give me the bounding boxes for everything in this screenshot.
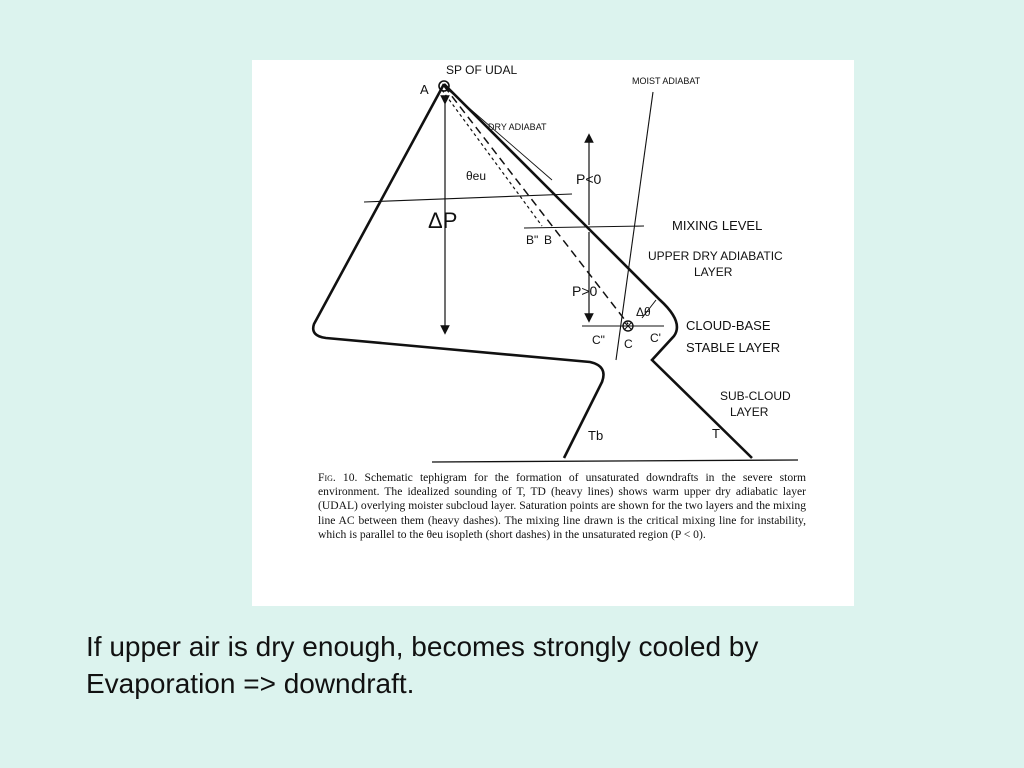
label-b-double: B" [526,233,538,247]
slide-body-text: If upper air is dry enough, becomes stro… [86,628,966,702]
tephigram-figure: SP OF UDAL A MOIST ADIABAT DRY ADIABAT θ… [252,60,854,606]
delta-theta-bracket [641,299,657,319]
label-sp-udal: SP OF UDAL [446,63,517,77]
label-c: C [624,337,633,351]
tephigram-diagram: SP OF UDAL A MOIST ADIABAT DRY ADIABAT θ… [311,63,799,463]
upper-level-line [363,193,573,203]
label-theta-eu: θeu [466,169,486,183]
label-c-double: C" [592,333,605,347]
figure-caption: Fig. 10. Schematic tephigram for the for… [318,471,806,542]
label-delta-p: ΔP [428,208,457,233]
label-udal-layer: UPPER DRY ADIABATIC LAYER [648,249,786,279]
slide-text-line-2: Evaporation => downdraft. [86,668,415,699]
mixing-line-ac [443,85,629,325]
slide-text-line-1: If upper air is dry enough, becomes stro… [86,631,759,662]
label-cloud-base-layer: CLOUD-BASE STABLE LAYER [686,318,780,355]
label-delta-theta: Δθ [636,305,651,319]
t-curve [443,83,753,459]
label-t-curve: T [712,426,720,441]
label-td-curve: Tb [588,428,603,443]
figure-caption-text: Schematic tephigram for the formation of… [318,471,806,541]
theta-eu-isopleth [441,89,543,227]
mixing-level-line [523,225,645,229]
td-curve [311,83,605,459]
dry-adiabat-line [445,87,553,181]
figure-caption-label: Fig. 10. [318,471,358,484]
base-line [431,459,799,463]
label-mixing-level: MIXING LEVEL [672,218,762,233]
label-dry-adiabat: DRY ADIABAT [488,122,547,132]
label-a: A [420,82,429,97]
point-c-marker [622,320,634,332]
sp-udal-circle [438,80,450,92]
label-c-prime: C' [650,331,661,345]
label-sub-cloud-layer: SUB-CLOUD LAYER [720,389,794,419]
label-p-less-zero: P<0 [576,171,602,187]
label-moist-adiabat: MOIST ADIABAT [632,76,701,86]
label-b: B [544,233,552,247]
label-p-greater-zero: P>0 [572,283,598,299]
